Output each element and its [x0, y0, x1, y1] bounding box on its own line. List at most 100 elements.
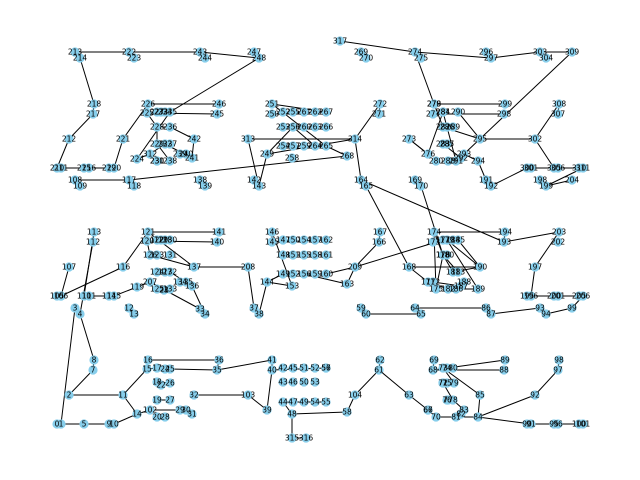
node-label-18: 18: [152, 378, 162, 387]
node-label-315: 315: [285, 434, 300, 443]
node-label-288: 288: [441, 157, 456, 166]
node-label-109: 109: [73, 182, 88, 191]
node-280: [431, 156, 441, 166]
node-label-308: 308: [552, 100, 567, 109]
edge-281-291: [442, 111, 457, 162]
node-label-90: 90: [522, 420, 532, 429]
node-label-310: 310: [572, 164, 587, 173]
node-label-32: 32: [189, 391, 199, 400]
node-297: [486, 53, 496, 63]
node-label-143: 143: [252, 182, 267, 191]
node-label-198: 198: [533, 176, 548, 185]
node-label-27: 27: [165, 396, 175, 405]
node-label-194: 194: [498, 228, 513, 237]
node-label-49: 49: [299, 398, 309, 407]
node-245: [212, 109, 222, 119]
node-107: [64, 262, 74, 272]
node-145: [267, 237, 277, 247]
node-188: [459, 277, 469, 287]
node-label-282: 282: [436, 123, 451, 132]
node-258: [287, 153, 297, 163]
node-label-25: 25: [165, 365, 175, 374]
node-label-9: 9: [107, 420, 112, 429]
node-106: [56, 291, 66, 301]
node-202: [553, 237, 563, 247]
node-label-209: 209: [348, 263, 363, 272]
node-55: [321, 397, 331, 407]
node-309: [567, 47, 577, 57]
node-25: [165, 364, 175, 374]
node-label-55: 55: [321, 398, 331, 407]
node-label-301: 301: [524, 164, 539, 173]
node-label-85: 85: [475, 391, 485, 400]
node-label-119: 119: [130, 283, 145, 292]
node-7: [88, 365, 98, 375]
edge-197-203: [534, 231, 560, 268]
node-label-313: 313: [241, 135, 256, 144]
node-label-122: 122: [150, 236, 165, 245]
node-label-158: 158: [308, 251, 323, 260]
node-label-183: 183: [451, 268, 466, 277]
node-146: [267, 227, 277, 237]
node-label-185: 185: [451, 236, 466, 245]
node-224: [132, 154, 142, 164]
node-274: [410, 47, 420, 57]
node-label-284: 284: [436, 108, 451, 117]
node-label-237: 237: [163, 140, 178, 149]
node-label-294: 294: [471, 157, 486, 166]
node-label-216: 216: [82, 164, 97, 173]
node-261: [299, 107, 309, 117]
node-label-128: 128: [158, 236, 173, 245]
node-8: [89, 355, 99, 365]
node-label-42: 42: [278, 364, 288, 373]
node-257: [288, 141, 298, 151]
node-label-266: 266: [319, 123, 334, 132]
edge-1-3: [60, 307, 76, 425]
node-131: [165, 250, 175, 260]
node-208: [243, 262, 253, 272]
node-173: [428, 237, 438, 247]
node-256: [288, 122, 298, 132]
edge-190-185: [457, 239, 481, 268]
node-label-178: 178: [436, 251, 451, 260]
node-label-73: 73: [438, 364, 448, 373]
node-label-219: 219: [102, 164, 117, 173]
node-40: [267, 365, 277, 375]
node-209: [350, 262, 360, 272]
node-312: [145, 149, 155, 159]
node-306: [553, 163, 563, 173]
node-116: [118, 262, 128, 272]
node-label-159: 159: [308, 270, 323, 279]
node-130: [165, 235, 175, 245]
node-1: [56, 419, 66, 429]
node-160: [321, 269, 331, 279]
node-39: [262, 405, 272, 415]
node-label-67: 67: [423, 406, 433, 415]
edge-61-63: [378, 369, 410, 396]
node-252: [278, 107, 288, 117]
edge-302-305: [534, 138, 555, 169]
node-152: [288, 269, 298, 279]
node-label-316: 316: [299, 434, 314, 443]
node-113: [89, 227, 99, 237]
node-label-191: 191: [479, 176, 494, 185]
node-87: [486, 309, 496, 319]
node-109: [75, 181, 85, 191]
node-label-264: 264: [308, 142, 323, 151]
node-label-129: 129: [154, 236, 169, 245]
node-317: [335, 36, 345, 46]
node-89: [500, 355, 510, 365]
edge-164-193: [360, 179, 505, 243]
node-31: [187, 409, 197, 419]
node-label-229: 229: [150, 140, 165, 149]
edge-107-106: [60, 266, 70, 297]
edge-248-235: [169, 57, 260, 113]
node-242: [189, 134, 199, 144]
node-label-187: 187: [454, 282, 469, 291]
node-label-152: 152: [286, 270, 301, 279]
node-label-113: 113: [87, 228, 102, 237]
node-199: [541, 181, 551, 191]
node-label-50: 50: [299, 378, 309, 387]
